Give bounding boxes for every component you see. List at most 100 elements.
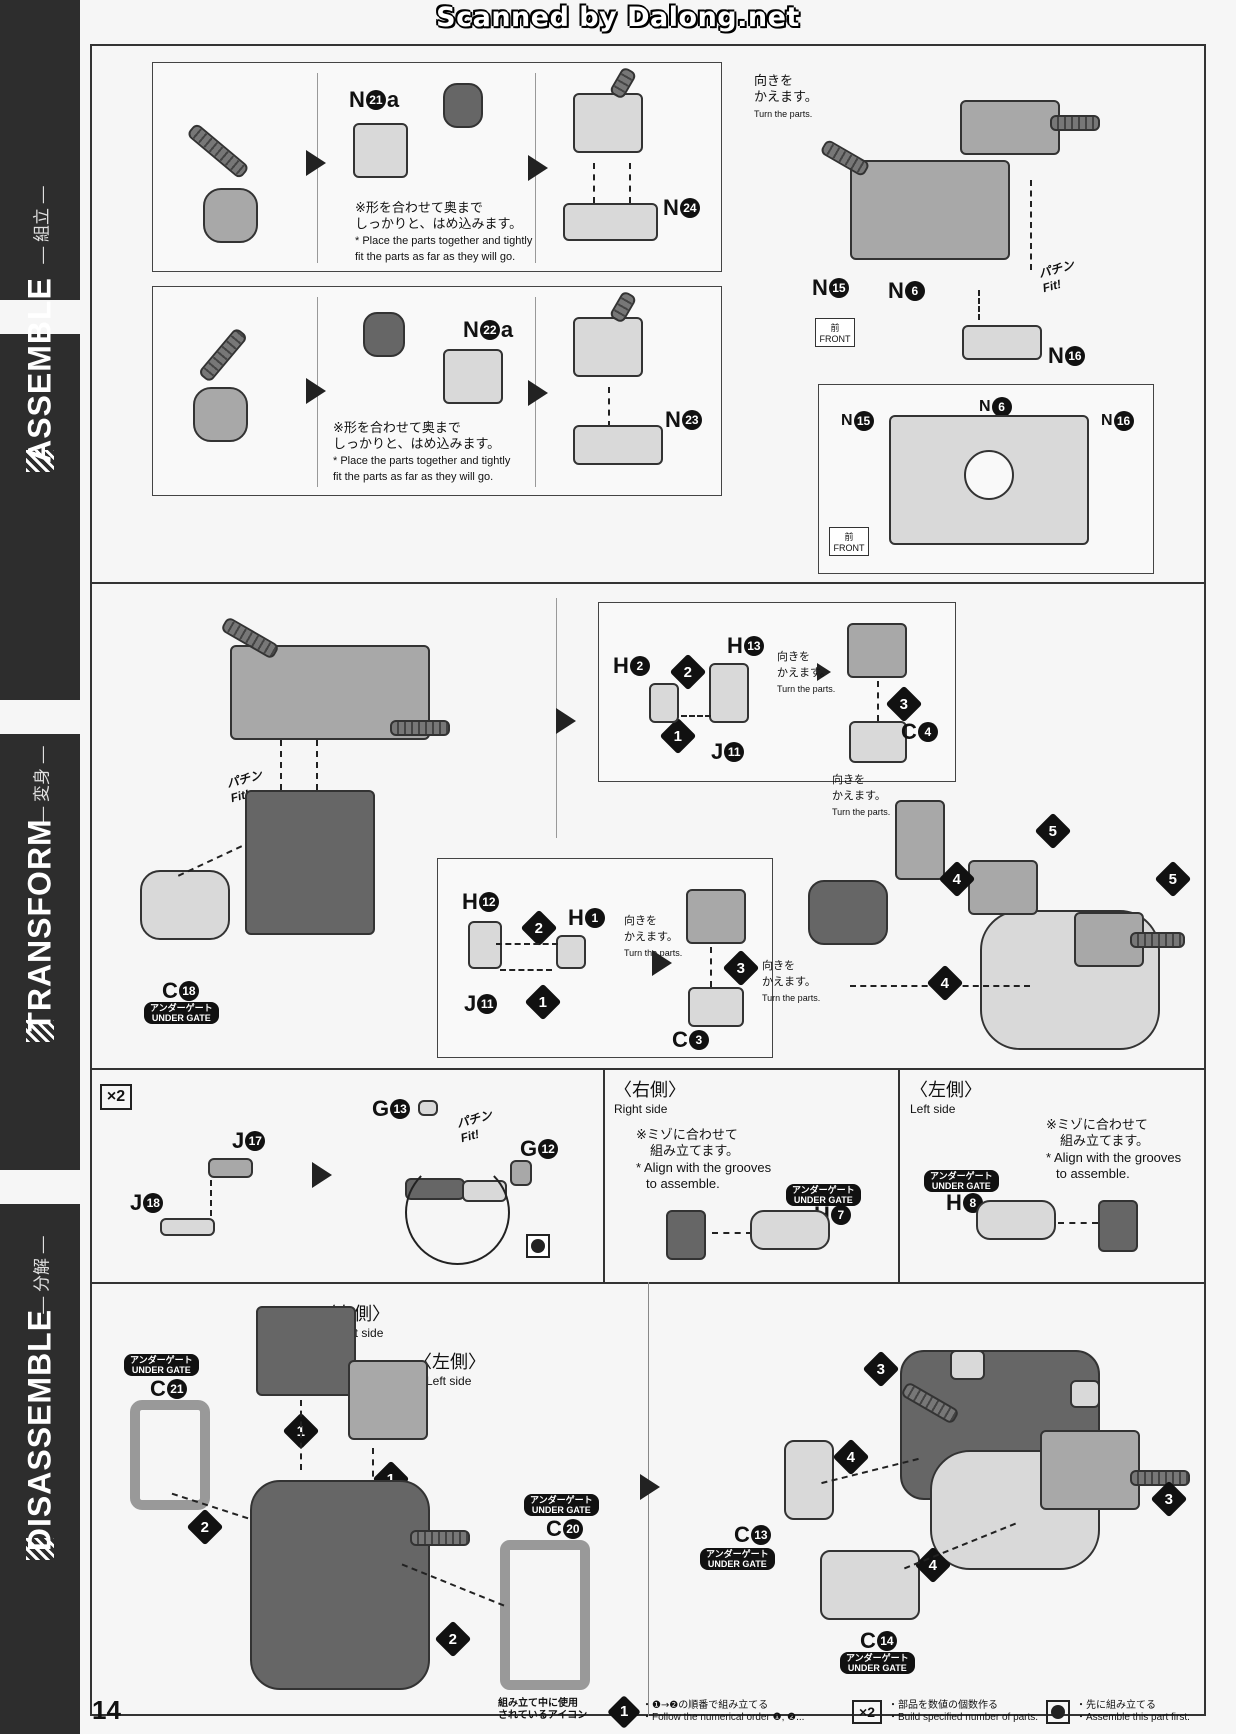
step-arrow-icon (306, 378, 326, 404)
part-illustration (808, 880, 888, 945)
part-illustration (160, 1218, 215, 1236)
part-illustration (950, 1350, 985, 1380)
step-3-badge: 3 (885, 685, 923, 723)
assembly-arrow (978, 290, 980, 320)
part-illustration (847, 623, 907, 678)
sidebar-disassemble-label: DISASSEMBLE (21, 1308, 58, 1552)
part-illustration (686, 889, 746, 944)
part-illustration (849, 721, 907, 763)
part-illustration (245, 790, 375, 935)
part-illustration (500, 1540, 590, 1690)
part-illustration (256, 1306, 356, 1396)
assembly-arrow (681, 715, 711, 717)
legend-first: ・先に組み立てる ・Assemble this part first. (1046, 1700, 1190, 1724)
part-illustration (964, 450, 1014, 500)
fit-note: ※形を合わせて奥まで しっかりと、はめ込みます。 * Place the par… (355, 201, 533, 263)
part-illustration (197, 326, 249, 384)
part-illustration (510, 1160, 532, 1186)
sidebar-divider (0, 1170, 80, 1204)
part-illustration (556, 935, 586, 969)
sidebar-divider (0, 700, 80, 734)
part-illustration (1070, 1380, 1100, 1408)
part-illustration (250, 1480, 430, 1690)
groove-note: ※ミゾに合わせて 組み立てます。 * Align with the groove… (1046, 1118, 1182, 1181)
section-divider (898, 1068, 900, 1282)
rotation-arrow-icon (405, 1160, 510, 1265)
assembly-arrow (496, 943, 558, 945)
legend-order: 1 ・❶→❷の順番で組み立てる ・Follow the numerical or… (607, 1695, 804, 1729)
part-illustration (443, 83, 483, 128)
part-illustration (784, 1440, 834, 1520)
part-illustration (962, 325, 1042, 360)
turn-parts-note: 向きを かえます。 Turn the parts. (832, 773, 891, 817)
step-1-badge: 1 (659, 717, 697, 755)
part-illustration (203, 188, 258, 243)
step-arrow-icon (556, 708, 576, 734)
step-arrow-icon (306, 150, 326, 176)
part-illustration (468, 921, 502, 969)
part-illustration (709, 663, 749, 723)
section-divider (90, 1068, 1206, 1070)
assemble-first-icon (1046, 1700, 1070, 1724)
groove-note: ※ミゾに合わせて 組み立てます。 * Align with the groove… (636, 1128, 772, 1191)
part-illustration (1040, 1430, 1140, 1510)
step-arrow-icon (652, 950, 672, 976)
part-illustration (410, 1530, 470, 1546)
part-illustration (750, 1210, 830, 1250)
turn-parts-note: 向きを かえます。 Turn the parts. (754, 74, 818, 119)
sidebar-transform-sub: — 変身 — (32, 746, 52, 824)
assembly-arrow (710, 947, 712, 987)
assembly-arrow (1030, 180, 1032, 270)
step-arrow-icon (528, 155, 548, 181)
assembly-arrow (593, 163, 595, 203)
fit-note: ※形を合わせて奥まで しっかりと、はめ込みます。 * Place the par… (333, 421, 511, 483)
numbered-step-icon: 1 (607, 1695, 641, 1729)
part-illustration (348, 1360, 428, 1440)
part-illustration (960, 100, 1060, 155)
step-arrow-icon (817, 663, 831, 681)
part-illustration (649, 683, 679, 723)
part-illustration (820, 1550, 920, 1620)
hatch-icon (26, 1020, 54, 1042)
hatch-icon (26, 1538, 54, 1560)
assembly-arrow (316, 740, 318, 790)
scan-credit-banner: Scanned by Dalong.net (436, 2, 800, 33)
part-illustration (573, 93, 643, 153)
assembly-arrow (210, 1180, 212, 1216)
quantity-x2-icon: ×2 (852, 1700, 882, 1724)
part-illustration (353, 123, 408, 178)
part-illustration (1098, 1200, 1138, 1252)
section-divider (90, 582, 1206, 584)
part-illustration (208, 1158, 253, 1178)
sidebar-disassemble-sub: — 分解 — (32, 1236, 52, 1314)
part-illustration (1050, 115, 1100, 131)
left-side-title: 〈左側〉Left side (414, 1352, 486, 1388)
assembly-arrow (300, 1400, 302, 1470)
part-illustration (968, 860, 1038, 915)
